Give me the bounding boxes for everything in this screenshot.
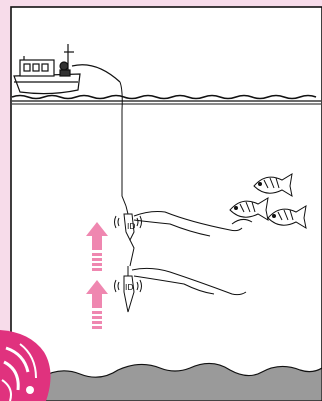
diagram-panel (11, 7, 322, 401)
svg-text:ID: ID (125, 283, 134, 292)
svg-text:ID: ID (127, 222, 136, 231)
